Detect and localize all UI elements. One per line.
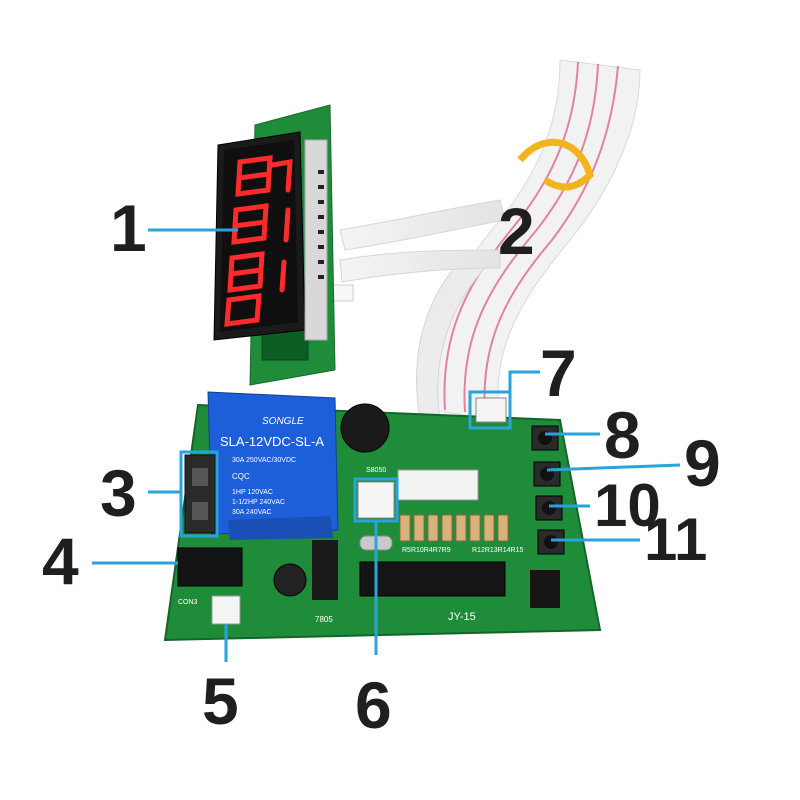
relay-rating-2: 1HP 120VAC	[232, 489, 273, 496]
relay-terminal-block	[184, 454, 216, 534]
relay-rating-3: 1-1/2HP 240VAC	[232, 499, 285, 506]
callout-6: 6	[355, 668, 392, 742]
callout-3: 3	[100, 456, 137, 530]
silk-s8050: S8050	[366, 467, 386, 474]
sensor-connector	[357, 481, 395, 519]
callout-5: 5	[202, 664, 239, 738]
relay-rating-1: 30A 250VAC/30VDC	[232, 457, 296, 464]
callout-4: 4	[42, 524, 79, 598]
callout-1: 1	[110, 191, 147, 265]
callout-boxes	[179, 390, 512, 538]
relay-rating-4: 30A 240VAC	[232, 509, 272, 516]
ribbon-header	[397, 469, 479, 501]
callout-10: 10	[594, 472, 661, 539]
callout-2: 2	[498, 194, 535, 268]
silk-refs-2: R12R13R14R15	[472, 547, 523, 554]
silk-refs: R5R10R4R7R9	[402, 547, 451, 554]
voltage-regulator	[312, 540, 338, 600]
led-display-module	[213, 104, 336, 386]
callout-11: 11	[644, 506, 708, 573]
relay: SONGLE SLA-12VDC-SL-A 30A 250VAC/30VDC C…	[207, 391, 339, 540]
callout-7: 7	[540, 336, 577, 410]
callout-lines	[92, 228, 681, 662]
dc-power-jack	[177, 547, 243, 587]
buzzer	[340, 403, 390, 453]
aux-connector	[475, 397, 507, 423]
ribbon-cable	[324, 59, 641, 421]
board-model-label: JY-15	[448, 611, 476, 623]
con3-connector	[211, 595, 241, 625]
relay-brand: SONGLE	[262, 416, 304, 427]
push-buttons	[531, 425, 565, 555]
callout-9: 9	[684, 426, 721, 500]
relay-cert: CQC	[232, 472, 250, 481]
regulator-label: 7805	[315, 615, 333, 624]
callout-8: 8	[604, 398, 641, 472]
microcontroller-chip	[359, 561, 506, 597]
main-pcb: SONGLE SLA-12VDC-SL-A 30A 250VAC/30VDC C…	[163, 391, 602, 642]
con3-label: CON3	[178, 599, 198, 606]
relay-model: SLA-12VDC-SL-A	[220, 434, 324, 449]
